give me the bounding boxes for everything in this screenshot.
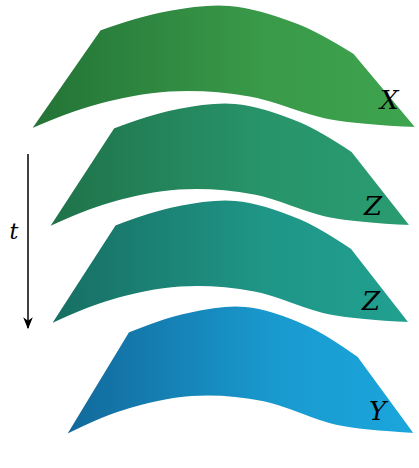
surface-shape bbox=[65, 306, 415, 436]
space-label: X bbox=[380, 87, 399, 113]
time-label: t bbox=[10, 221, 19, 243]
space-label: Y bbox=[369, 398, 386, 424]
manifold-surface: Y bbox=[65, 303, 417, 443]
space-label: Z bbox=[362, 288, 380, 314]
surface-sheet bbox=[65, 303, 417, 443]
arrow-line bbox=[27, 154, 29, 328]
space-label: Z bbox=[364, 193, 382, 219]
